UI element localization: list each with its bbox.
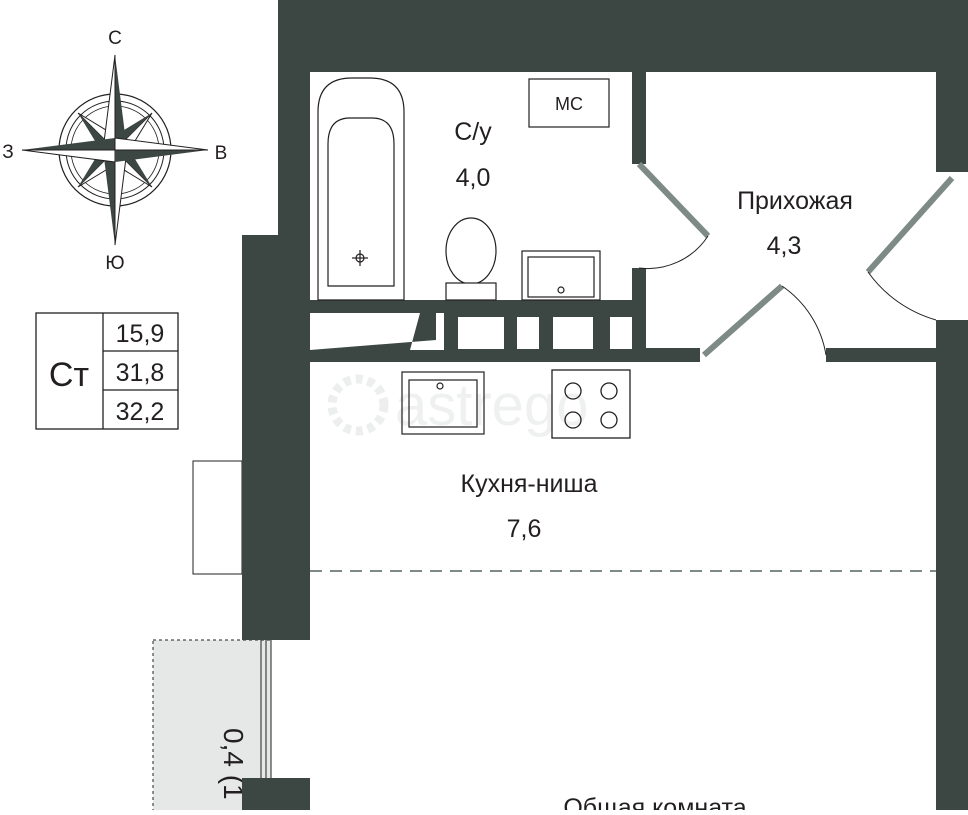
bathroom-right-wall-lower: [632, 268, 646, 300]
bathroom-right-wall: [632, 72, 646, 164]
kitchen-sink-icon: [401, 371, 485, 435]
bathroom-door-leaf: [636, 161, 711, 239]
total-area-value: 31,8: [116, 359, 165, 387]
hallway-partition-left: [646, 348, 700, 362]
bathroom-area: 4,0: [456, 164, 491, 192]
bathroom-door-swing: [638, 235, 709, 270]
watermark: astrego: [327, 373, 588, 438]
left-outer-wall: [242, 235, 310, 640]
area-summary-table: [35, 312, 179, 430]
entrance-door-swing: [867, 271, 937, 321]
watermark-gear-icon: [327, 374, 389, 436]
utility-box: [528, 78, 610, 128]
left-lower-wall: [242, 778, 310, 810]
hallway-name: Прихожая: [737, 187, 853, 215]
watermark-text: astrego: [395, 373, 588, 438]
room-door-swing: [781, 285, 827, 356]
utility-box-label: МС: [555, 94, 583, 114]
compass-rose-icon: [21, 54, 209, 246]
toilet-icon: [445, 217, 497, 301]
right-lower-wall: [936, 320, 968, 810]
left-upper-wall: [278, 0, 310, 235]
right-upper-wall: [936, 72, 968, 172]
bathroom-partition: [310, 300, 444, 313]
bathroom-name: С/у: [454, 118, 492, 146]
hallway-area: 4,3: [767, 232, 802, 260]
apartment-type-label: Ст: [49, 356, 89, 394]
doors: [636, 161, 955, 358]
window-sill: [192, 460, 243, 575]
compass-south-label: Ю: [105, 253, 124, 274]
top-wall: [278, 0, 968, 72]
living-room-name: Общая комната: [563, 794, 746, 810]
entrance-door-leaf: [865, 176, 955, 274]
living-area-value: 15,9: [116, 320, 165, 348]
hallway-partition-right: [826, 348, 936, 362]
room-door-leaf: [702, 283, 784, 358]
compass-north-label: С: [108, 28, 122, 49]
kitchen-partition-lower: [310, 350, 444, 362]
total-area-with-balcony-value: 32,2: [116, 398, 165, 426]
ventilation-shaft-cells: [458, 317, 632, 349]
kitchen-area: 7,6: [507, 515, 542, 543]
compass-east-label: В: [215, 143, 228, 164]
stove-icon: [551, 369, 631, 439]
bathtub-icon: [317, 77, 405, 301]
compass-west-label: З: [2, 142, 13, 163]
kitchen-name: Кухня-ниша: [461, 470, 598, 498]
bathroom-sink-icon: [521, 250, 601, 301]
kitchen-partition: [310, 313, 436, 350]
